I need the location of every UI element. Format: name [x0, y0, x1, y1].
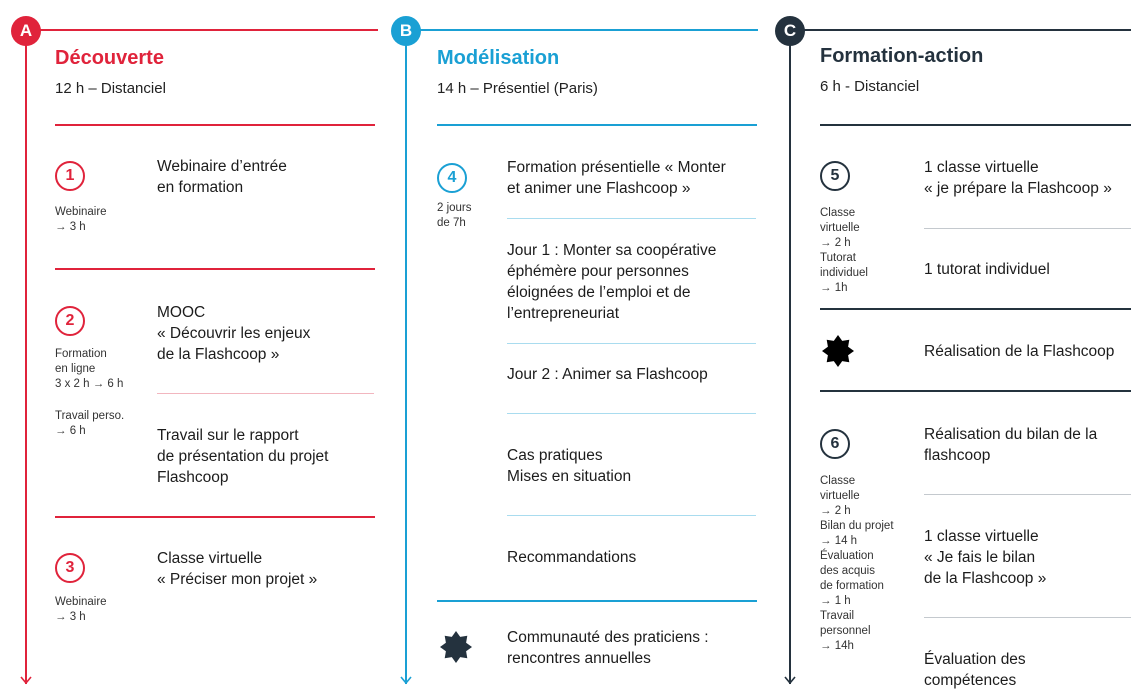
step-text: Communauté des praticiens : rencontres a…	[507, 629, 709, 667]
column-c-timeline	[789, 30, 791, 684]
step-meta: 2 jours de 7h	[437, 202, 472, 229]
column-b-timeline	[405, 30, 407, 684]
sub-divider	[924, 617, 1131, 618]
step-text: MOOC « Découvrir les enjeux de la Flashc…	[157, 304, 311, 363]
step-text: 1 classe virtuelle « je prépare la Flash…	[924, 159, 1112, 197]
step-text: Recommandations	[507, 549, 637, 566]
section-divider	[55, 516, 375, 518]
step-text: 1 tutorat individuel	[924, 261, 1050, 278]
sub-divider	[924, 228, 1131, 229]
arrow-down-icon	[20, 676, 32, 685]
step-text: Classe virtuelle « Préciser mon projet »	[157, 550, 318, 588]
column-c-top-rule	[790, 29, 1131, 31]
step-text: Webinaire d’entrée en formation	[157, 158, 287, 196]
section-divider	[55, 268, 375, 270]
step-number: 1	[55, 161, 85, 191]
step-number: 3	[55, 553, 85, 583]
step-meta: Webinaire → 3 h	[55, 596, 107, 623]
step-text: Cas pratiques Mises en situation	[507, 447, 632, 485]
step-text: Jour 1 : Monter sa coopérative éphémère …	[507, 242, 717, 322]
column-subtitle: 12 h – Distanciel	[55, 80, 166, 97]
column-b-top-rule	[406, 29, 758, 31]
section-divider	[820, 124, 1131, 126]
sub-divider	[507, 218, 756, 219]
step-text: Travail sur le rapport de présentation d…	[157, 427, 329, 486]
step-text: 1 classe virtuelle « Je fais le bilan de…	[924, 528, 1047, 587]
column-badge-a: A	[11, 16, 41, 46]
column-subtitle: 14 h – Présentiel (Paris)	[437, 80, 598, 97]
step-text: Réalisation du bilan de la flashcoop	[924, 426, 1098, 464]
step-number: 6	[820, 429, 850, 459]
step-meta: Classe virtuelle → 2 h Tutorat individue…	[820, 207, 868, 294]
column-badge-c: C	[775, 16, 805, 46]
column-badge-b: B	[391, 16, 421, 46]
starburst-icon	[440, 631, 472, 663]
column-subtitle: 6 h - Distanciel	[820, 78, 920, 95]
column-title: Découverte	[55, 47, 164, 69]
arrow-down-icon	[784, 676, 796, 685]
sub-divider	[507, 343, 756, 344]
sub-divider	[507, 515, 756, 516]
step-number: 5	[820, 161, 850, 191]
column-a-timeline	[25, 30, 27, 684]
sub-divider	[157, 393, 374, 394]
step-text: Évaluation des compétences	[924, 651, 1026, 689]
arrow-down-icon	[400, 676, 412, 685]
section-divider	[437, 600, 757, 602]
section-divider	[820, 308, 1131, 310]
column-title: Formation-action	[820, 45, 984, 67]
step-meta: Webinaire → 3 h	[55, 206, 107, 233]
column-title: Modélisation	[437, 47, 560, 69]
step-meta: Formation en ligne 3 x 2 h → 6 h	[55, 348, 124, 390]
sub-divider	[924, 494, 1131, 495]
step-text: Jour 2 : Animer sa Flashcoop	[507, 366, 708, 383]
step-text: Réalisation de la Flashcoop	[924, 343, 1115, 360]
section-divider	[820, 390, 1131, 392]
step-meta: Travail perso. → 6 h	[55, 410, 125, 437]
starburst-icon	[822, 335, 854, 367]
step-meta: Classe virtuelle → 2 h Bilan du projet →…	[820, 475, 894, 652]
section-divider	[55, 124, 375, 126]
column-a-top-rule	[26, 29, 378, 31]
section-divider	[437, 124, 757, 126]
step-text: Formation présentielle « Monter et anime…	[507, 159, 726, 197]
sub-divider	[507, 413, 756, 414]
step-number: 2	[55, 306, 85, 336]
step-number: 4	[437, 163, 467, 193]
